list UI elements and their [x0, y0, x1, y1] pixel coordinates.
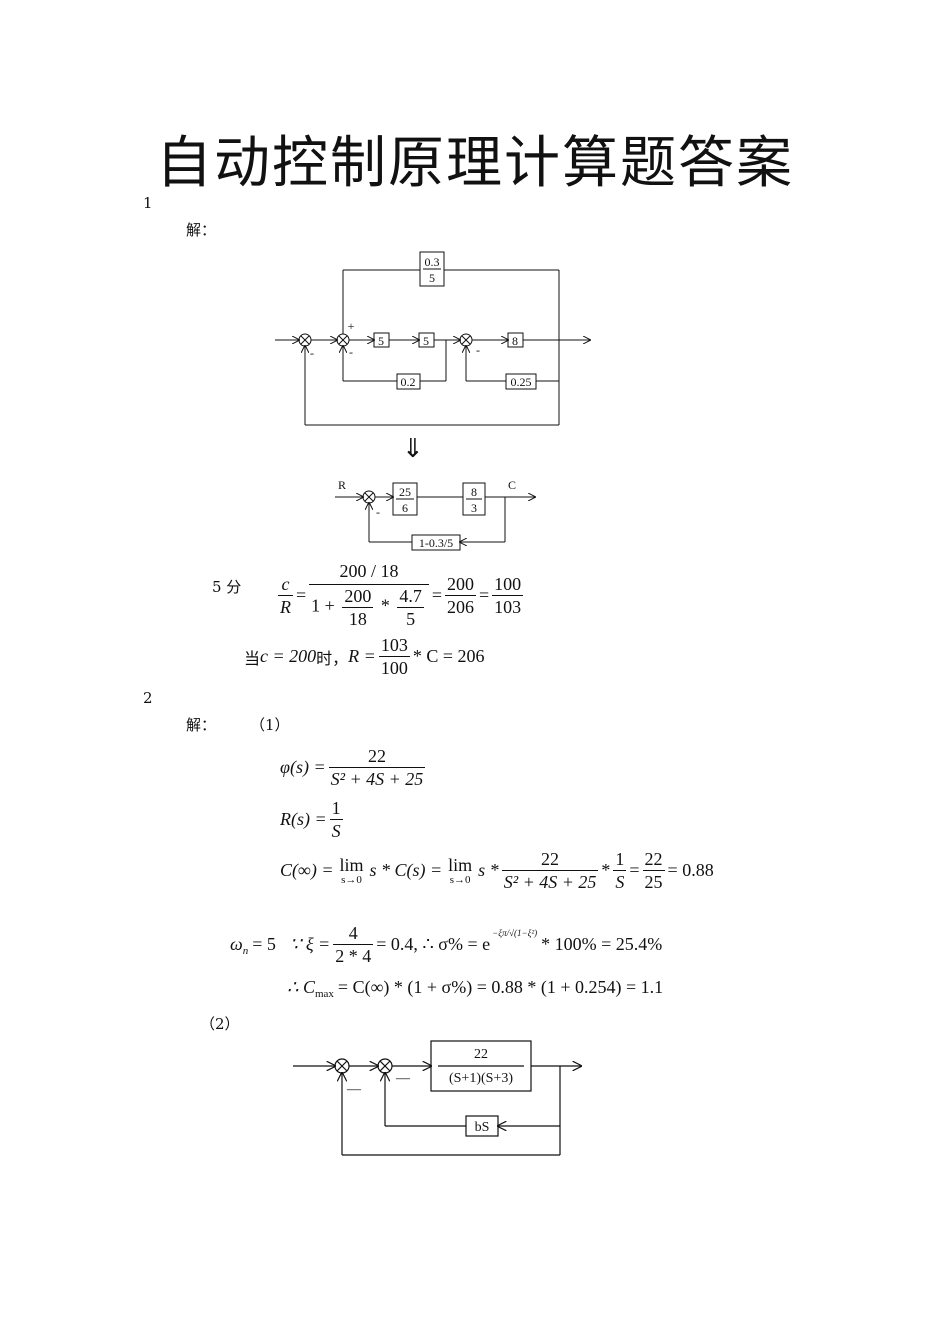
- block-g1: 5: [378, 334, 384, 348]
- cinf-f1-num: 22: [501, 848, 599, 871]
- cmax-lhs: ∴ C: [287, 977, 315, 997]
- solution-label-2: 解：: [186, 716, 217, 734]
- block2-num: 8: [471, 485, 477, 499]
- block2-den: 3: [471, 501, 477, 515]
- eq1-den-mul: *: [380, 595, 390, 616]
- rs-num: 1: [329, 798, 343, 820]
- block-g2: 5: [423, 334, 429, 348]
- omega-val: = 5: [252, 934, 276, 954]
- block-fb2: 0.25: [511, 375, 532, 389]
- phi-num: 22: [328, 745, 426, 768]
- eq1-den-a-den: 18: [348, 609, 367, 629]
- minus-sign-p2-2: —: [395, 1071, 411, 1086]
- block-fb1: 0.2: [401, 375, 416, 389]
- minus-sign-d2: -: [376, 505, 380, 519]
- block1-den: 6: [402, 501, 408, 515]
- cmax-rhs: = C(∞) * (1 + σ%) = 0.88 * (1 + 0.254) =…: [337, 977, 664, 997]
- block1-num: 25: [399, 485, 411, 499]
- omega-sub: n: [242, 944, 249, 957]
- cinf-lhs: C(∞) =: [280, 860, 334, 880]
- output-C: C: [508, 478, 516, 492]
- eq1-den-a-num: 200: [342, 586, 374, 608]
- question-number-2: 2: [143, 689, 153, 707]
- minus-sign-p2-1: —: [346, 1082, 362, 1097]
- cinf-f2-den: S: [615, 872, 625, 892]
- page-title: 自动控制原理计算题答案: [156, 131, 794, 196]
- cinf-t1: s * C(s) =: [369, 860, 443, 880]
- top-block-den: 5: [429, 271, 435, 285]
- cinf-f3-den: 25: [644, 872, 663, 892]
- cinf-f1-den: S² + 4S + 25: [503, 872, 597, 892]
- xi-num: 4: [333, 922, 374, 945]
- eq1-f2-num: 200: [444, 573, 476, 596]
- block-diagram-original: 0.3 5 5 5 8 0.2 0.25 + - - -: [275, 251, 600, 426]
- eq2-num: 103: [378, 635, 410, 657]
- feedback-block: 1-0.3/5: [419, 536, 453, 550]
- eq1-f2-den: 206: [446, 596, 474, 617]
- down-arrow-icon: ⇓: [402, 434, 424, 464]
- block3-den: (S+1)(S+3): [449, 1071, 513, 1086]
- omega-lhs: ω: [230, 934, 243, 954]
- lim1-sub: s→0: [341, 873, 362, 886]
- xi-den: 2 * 4: [335, 946, 372, 966]
- overshoot-exp: −ξπ/√(1−ξ²): [492, 927, 538, 938]
- question-number-1: 1: [143, 194, 153, 212]
- rs-lhs: R(s) =: [280, 809, 327, 829]
- eq1-den-b-num: 4.7: [397, 586, 424, 608]
- score-label: 5 分: [212, 578, 242, 596]
- eq2-cond: c = 200: [260, 646, 317, 666]
- eq2-lhs: R =: [348, 646, 376, 666]
- eq1-lhs-den: R: [280, 596, 291, 617]
- block3-num: 22: [474, 1047, 488, 1062]
- plus-sign: +: [348, 319, 355, 333]
- part-2-label: （2）: [200, 1015, 240, 1033]
- eq1-f3-den: 103: [494, 596, 522, 617]
- eq1-f1-den-pre: 1 +: [311, 595, 335, 616]
- overshoot-tail: * 100% = 25.4%: [541, 934, 663, 954]
- eq1-den-b-den: 5: [406, 609, 416, 629]
- eq1-f3-num: 100: [492, 573, 524, 596]
- eq2-den: 100: [380, 658, 408, 678]
- overshoot-mid: = 0.4, ∴ σ% = e: [376, 934, 491, 954]
- minus-sign-2: -: [349, 345, 353, 359]
- cinf-result: = 0.88: [667, 860, 714, 880]
- cinf-f3-num: 22: [642, 849, 665, 871]
- block-diagram-part2: 22 (S+1)(S+3) bS — —: [293, 1040, 588, 1156]
- solution-label-1: 解：: [186, 221, 217, 239]
- cinf-mul: *: [601, 860, 611, 880]
- minus-sign-3: -: [476, 343, 480, 357]
- lim2-sub: s→0: [449, 873, 471, 886]
- lim1: lim: [339, 854, 364, 875]
- eq2-rhs: * C = 206: [412, 646, 485, 666]
- equation-Cmax: ∴ C max = C(∞) * (1 + σ%) = 0.88 * (1 + …: [287, 977, 664, 1000]
- cinf-f2-num: 1: [613, 849, 627, 871]
- eq2-time: 时，: [316, 650, 349, 668]
- eq1-lhs-num: c: [278, 573, 293, 596]
- cinf-t2: s *: [478, 860, 499, 880]
- rs-den: S: [331, 821, 341, 841]
- because-xi: ∵ ξ =: [289, 934, 331, 954]
- phi-den: S² + 4S + 25: [330, 769, 424, 789]
- eq2-when: 当: [244, 650, 261, 668]
- part-1-label: （1）: [250, 716, 290, 734]
- minus-sign-1: -: [310, 346, 314, 360]
- lim2: lim: [448, 854, 473, 875]
- feedback-bS: bS: [475, 1120, 490, 1135]
- top-block-num: 0.3: [425, 255, 440, 269]
- block-diagram-simplified: R C 25 6 8 3 1-0.3/5 -: [335, 478, 550, 551]
- input-R: R: [338, 478, 346, 492]
- eq1-f1-num: 200 / 18: [309, 560, 429, 585]
- block-g3: 8: [512, 334, 518, 348]
- cmax-sub: max: [314, 987, 334, 1000]
- phi-lhs: φ(s) =: [280, 757, 326, 777]
